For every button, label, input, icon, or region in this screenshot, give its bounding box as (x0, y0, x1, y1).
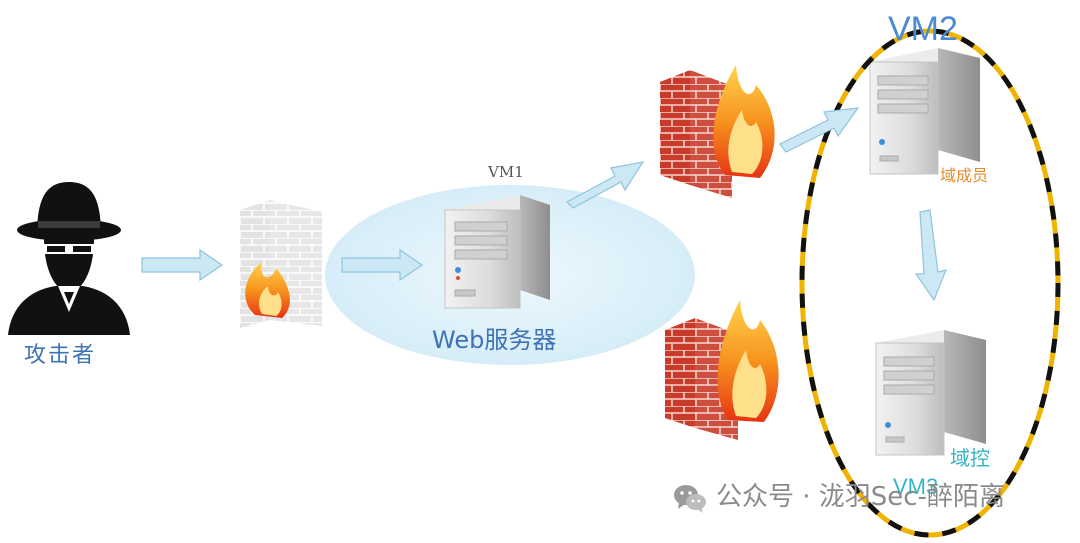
web-server-icon (444, 195, 550, 309)
attacker-label: 攻击者 (24, 343, 97, 368)
wechat-icon (674, 485, 706, 513)
arrow-web-to-firewall (566, 161, 645, 209)
domain-controller-server-icon (875, 330, 986, 456)
attacker-icon (8, 182, 130, 335)
domain-boundary-dashes (799, 28, 1061, 538)
vm3-tag: VM3 (893, 474, 939, 499)
arrow-attacker-to-firewall (141, 248, 224, 282)
firewall-bottom-icon (665, 300, 779, 440)
domain-member-server-icon (869, 48, 980, 175)
arrow-firewall-to-vm2 (779, 107, 860, 153)
web-server-label: Web服务器 (432, 326, 557, 354)
vm2-tag: VM2 (888, 10, 958, 48)
arrow-firewall-to-web (341, 248, 424, 282)
domain-member-label: 域成员 (940, 166, 989, 185)
perimeter-firewall-icon (240, 200, 322, 328)
vm1-tag: VM1 (488, 163, 524, 181)
arrow-vm2-to-vm3 (914, 209, 947, 302)
watermark-text: 公众号 · 泷羽Sec-醉陌离 (716, 482, 1005, 512)
domain-controller-label: 域控 (950, 446, 990, 470)
firewall-to-vm2-icon (660, 65, 775, 198)
